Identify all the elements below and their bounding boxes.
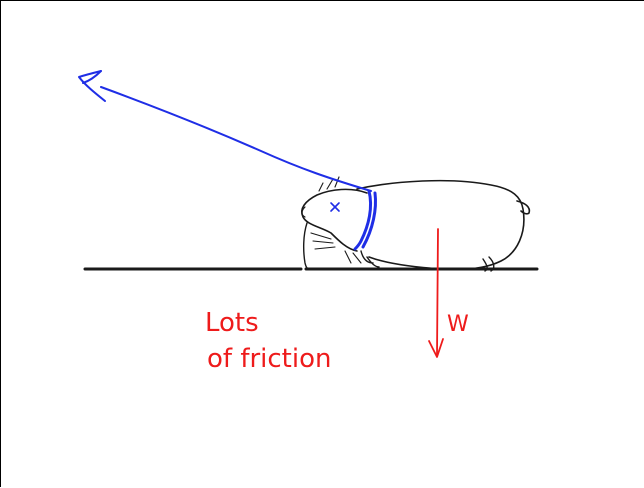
friction-label-line1: Lots <box>205 308 259 338</box>
friction-label-line2: of friction <box>207 344 332 374</box>
pull-force-line <box>100 86 372 192</box>
animal-cheek <box>302 222 310 270</box>
weight-arrow-shaft <box>436 228 439 357</box>
pull-force-arrowhead <box>78 70 106 102</box>
animal-back-paw <box>482 256 495 272</box>
collar <box>353 189 377 251</box>
animal-nose <box>301 206 306 218</box>
animal-head-outline <box>301 188 368 252</box>
pull-force-arrow <box>78 70 372 192</box>
weight-arrow-head <box>428 338 444 358</box>
animal-tail <box>516 200 531 215</box>
animal-whiskers <box>310 176 362 264</box>
pull-force-arrowhead-inner <box>82 70 102 84</box>
animal-body-outline <box>356 179 525 271</box>
animal-front-paw <box>360 250 380 268</box>
weight-label: W <box>447 312 469 337</box>
animal-figure <box>301 176 531 272</box>
eye-mark <box>330 202 340 212</box>
weight-arrow <box>428 228 444 358</box>
